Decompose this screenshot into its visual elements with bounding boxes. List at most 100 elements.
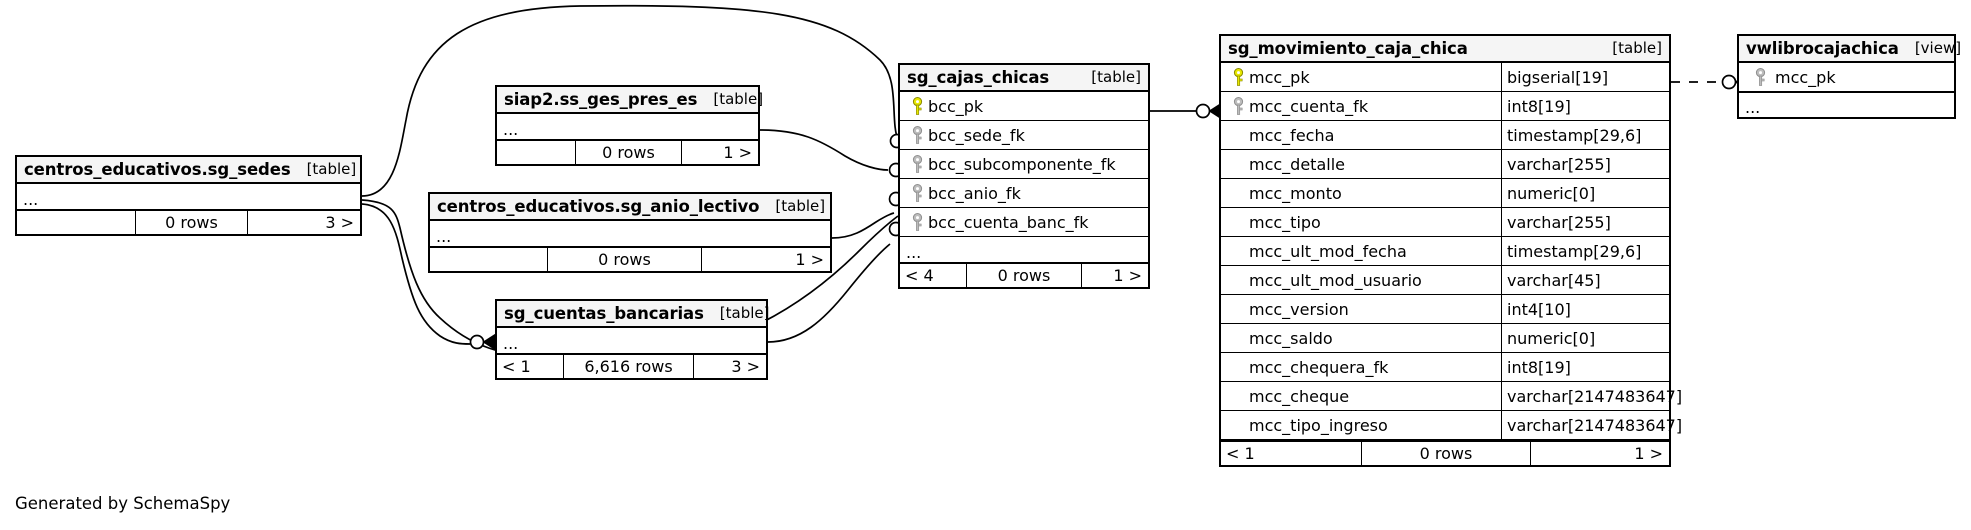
column-name-cell: mcc_cheque: [1221, 387, 1501, 406]
table-siap2-ss-ges-pres-es[interactable]: siap2.ss_ges_pres_es [table] ... 0 rows …: [495, 85, 764, 166]
column-row[interactable]: bcc_sede_fk: [900, 121, 1148, 150]
footer-row-count: 0 rows: [966, 264, 1082, 287]
footer-row-count: 6,616 rows: [563, 355, 694, 378]
column-row[interactable]: bcc_cuenta_banc_fk: [900, 208, 1148, 237]
table-footer: 0 rows 3 >: [17, 209, 360, 234]
column-label: mcc_ult_mod_fecha: [1249, 241, 1407, 261]
table-footer: 0 rows 1 >: [497, 139, 758, 164]
foreign-key-icon: [906, 183, 928, 203]
column-ellipsis: ...: [503, 334, 519, 353]
footer-prev-count[interactable]: < 1: [1226, 444, 1255, 463]
column-label: mcc_monto: [1249, 183, 1342, 203]
footer-next-count[interactable]: 3 >: [325, 213, 354, 232]
table-name: siap2.ss_ges_pres_es: [504, 89, 698, 109]
column-row[interactable]: mcc_monto numeric[0]: [1221, 179, 1669, 208]
column-name-cell: mcc_ult_mod_fecha: [1221, 242, 1501, 261]
column-type: timestamp[29,6]: [1501, 237, 1669, 265]
footer-prev-count[interactable]: [17, 211, 135, 234]
column-row[interactable]: mcc_version int4[10]: [1221, 295, 1669, 324]
column-ellipsis: ...: [906, 243, 922, 262]
primary-key-icon: [906, 96, 928, 116]
column-name-cell: mcc_tipo_ingreso: [1221, 416, 1501, 435]
table-header: centros_educativos.sg_anio_lectivo [tabl…: [430, 194, 830, 221]
table-centros-educativos-sg-sedes[interactable]: centros_educativos.sg_sedes [table] ... …: [15, 155, 362, 236]
column-label: bcc_pk: [928, 96, 984, 116]
primary-key-icon: [1227, 67, 1249, 87]
column-ellipsis: ...: [503, 120, 519, 139]
table-footer: < 1 0 rows 1 >: [1221, 440, 1669, 465]
foreign-key-icon: [1745, 67, 1775, 87]
column-row[interactable]: mcc_tipo_ingreso varchar[2147483647]: [1221, 411, 1682, 440]
column-name-cell: mcc_detalle: [1221, 155, 1501, 174]
column-type: numeric[0]: [1501, 179, 1669, 207]
column-row[interactable]: bcc_pk: [900, 92, 1148, 121]
column-row[interactable]: mcc_ult_mod_usuario varchar[45]: [1221, 266, 1669, 295]
column-ellipsis: ...: [1739, 92, 1954, 117]
column-name-cell: bcc_cuenta_banc_fk: [900, 212, 1148, 232]
column-ellipsis: ...: [23, 190, 39, 209]
column-label: bcc_cuenta_banc_fk: [928, 212, 1089, 232]
footer-prev-count[interactable]: < 1: [502, 357, 531, 376]
edge-gespres-to-cajas-subcomp: [759, 129, 889, 171]
table-sg-cajas-chicas[interactable]: sg_cajas_chicas [table] bcc_pk: [898, 63, 1150, 289]
foreign-key-icon: [906, 154, 928, 174]
column-row[interactable]: mcc_cheque varchar[2147483647]: [1221, 382, 1682, 411]
column-row[interactable]: mcc_chequera_fk int8[19]: [1221, 353, 1669, 382]
footer-next-count[interactable]: 3 >: [731, 357, 760, 376]
footer-prev-count[interactable]: [497, 141, 575, 164]
column-type: varchar[2147483647]: [1501, 411, 1682, 439]
foreign-key-icon: [906, 125, 928, 145]
table-name: centros_educativos.sg_sedes: [24, 159, 291, 179]
footer-next-count[interactable]: 1 >: [1634, 444, 1663, 463]
foreign-key-icon: [1227, 96, 1249, 116]
footer-prev-count[interactable]: < 4: [905, 266, 934, 285]
footer-next-count[interactable]: 1 >: [1113, 266, 1142, 285]
column-label: mcc_tipo_ingreso: [1249, 415, 1388, 435]
column-row[interactable]: mcc_pk bigserial[19]: [1221, 63, 1669, 92]
column-label: mcc_tipo: [1249, 212, 1321, 232]
table-centros-educativos-sg-anio-lectivo[interactable]: centros_educativos.sg_anio_lectivo [tabl…: [428, 192, 832, 273]
table-header: sg_cuentas_bancarias [table]: [497, 301, 770, 328]
column-label: mcc_detalle: [1249, 154, 1345, 174]
table-name: centros_educativos.sg_anio_lectivo: [437, 196, 760, 216]
column-type: varchar[255]: [1501, 150, 1669, 178]
column-row[interactable]: mcc_ult_mod_fecha timestamp[29,6]: [1221, 237, 1669, 266]
column-label: mcc_chequera_fk: [1249, 357, 1389, 377]
table-type-badge: [table]: [1612, 39, 1662, 57]
column-row[interactable]: mcc_detalle varchar[255]: [1221, 150, 1669, 179]
table-type-badge: [table]: [713, 90, 764, 108]
column-name-cell: mcc_saldo: [1221, 329, 1501, 348]
column-label: bcc_subcomponente_fk: [928, 154, 1116, 174]
column-row[interactable]: bcc_anio_fk: [900, 179, 1148, 208]
table-sg-movimiento-caja-chica[interactable]: sg_movimiento_caja_chica [table] mcc_pk …: [1219, 34, 1682, 467]
column-row[interactable]: mcc_cuenta_fk int8[19]: [1221, 92, 1669, 121]
column-label: mcc_pk: [1249, 67, 1310, 87]
table-type-badge: [table]: [775, 197, 826, 215]
column-row[interactable]: mcc_fecha timestamp[29,6]: [1221, 121, 1669, 150]
column-name-cell: mcc_version: [1221, 300, 1501, 319]
column-row[interactable]: bcc_subcomponente_fk: [900, 150, 1148, 179]
table-sg-cuentas-bancarias[interactable]: sg_cuentas_bancarias [table] ... < 1 6,6…: [495, 299, 770, 380]
column-label: mcc_cheque: [1249, 386, 1350, 406]
optional-marker: [1721, 74, 1737, 90]
table-type-badge: [view]: [1914, 39, 1962, 57]
column-name-cell: mcc_fecha: [1221, 126, 1501, 145]
column-type: varchar[2147483647]: [1501, 382, 1682, 410]
table-header: vwlibrocajachica [view]: [1739, 36, 1961, 63]
column-name-cell: bcc_anio_fk: [900, 183, 1148, 203]
column-type: int4[10]: [1501, 295, 1669, 323]
column-type: varchar[255]: [1501, 208, 1669, 236]
column-row[interactable]: mcc_pk: [1739, 63, 1954, 92]
column-type: varchar[45]: [1501, 266, 1669, 294]
footer-next-count[interactable]: 1 >: [795, 250, 824, 269]
column-label: bcc_anio_fk: [928, 183, 1021, 203]
column-row[interactable]: mcc_tipo varchar[255]: [1221, 208, 1669, 237]
column-row[interactable]: mcc_saldo numeric[0]: [1221, 324, 1669, 353]
column-type: int8[19]: [1501, 92, 1669, 120]
view-vwlibrocajachica[interactable]: vwlibrocajachica [view] mcc_pk ...: [1737, 34, 1961, 119]
generated-by-caption: Generated by SchemaSpy: [15, 494, 231, 513]
column-name-cell: bcc_sede_fk: [900, 125, 1148, 145]
footer-prev-count[interactable]: [430, 248, 547, 271]
footer-next-count[interactable]: 1 >: [723, 143, 752, 162]
table-footer: < 1 6,616 rows 3 >: [497, 353, 766, 378]
